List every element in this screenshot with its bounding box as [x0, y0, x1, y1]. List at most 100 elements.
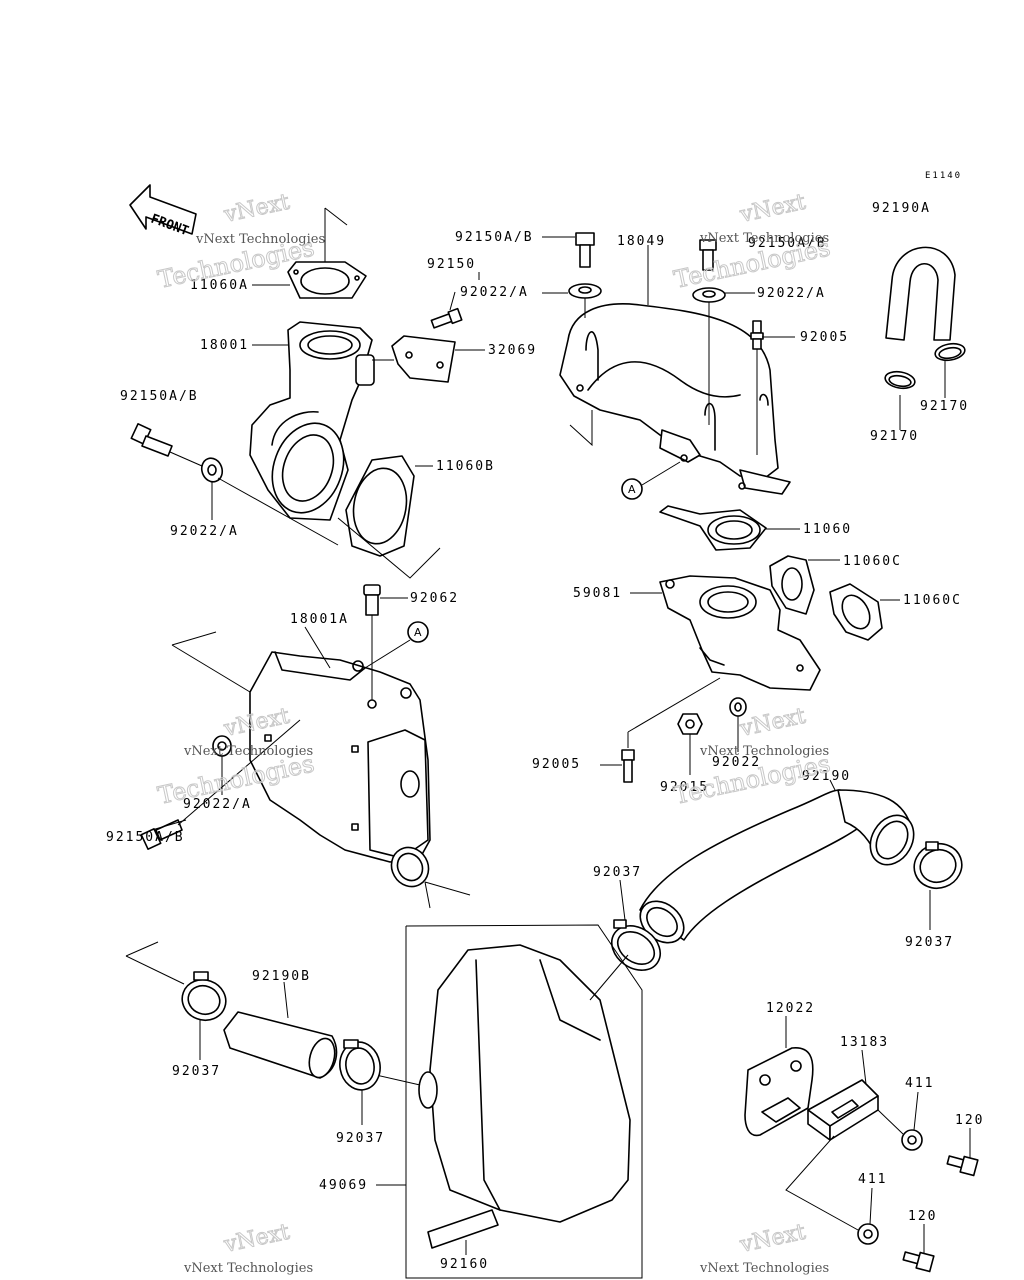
manifold-18049 — [559, 303, 791, 495]
bracket-32069 — [391, 335, 456, 383]
svg-text:vNext Technologies: vNext Technologies — [183, 744, 313, 759]
label-11060a: 11060A — [190, 278, 249, 293]
label-92150ab-right: 92150A/B — [748, 236, 827, 251]
chamber-18001a — [249, 651, 431, 888]
svg-text:A: A — [628, 483, 636, 496]
label-92190: 92190 — [802, 769, 851, 784]
label-92037-c: 92037 — [172, 1064, 221, 1079]
washer-92022a-2 — [692, 287, 726, 303]
label-92005-top: 92005 — [800, 330, 849, 345]
label-92022: 92022 — [712, 755, 761, 770]
fitting-92005-top — [750, 320, 764, 350]
hose-92190b — [223, 1011, 338, 1079]
watermark-bottom-right: vNext vNext Technologies — [699, 1219, 829, 1276]
svg-text:vNext Technologies: vNext Technologies — [183, 1261, 313, 1276]
label-18001a: 18001A — [290, 612, 349, 627]
label-92190b: 92190B — [252, 969, 311, 984]
label-411-a: 411 — [905, 1076, 934, 1091]
block-13183 — [807, 1079, 879, 1141]
washer-411-a — [901, 1129, 923, 1151]
label-120-a: 120 — [955, 1113, 984, 1128]
clamp-92037-b — [913, 841, 963, 890]
front-arrow-icon: FRONT — [129, 184, 197, 239]
washer-92022 — [729, 697, 747, 717]
label-92037-b: 92037 — [905, 935, 954, 950]
clamp-92037-d — [339, 1039, 381, 1091]
label-92170-a: 92170 — [920, 399, 969, 414]
label-32069: 32069 — [488, 343, 537, 358]
label-92150: 92150 — [427, 257, 476, 272]
label-92022a-left: 92022/A — [170, 524, 239, 539]
label-92022a-2: 92022/A — [757, 286, 826, 301]
label-59081: 59081 — [573, 586, 622, 601]
label-11060c-1: 11060C — [843, 554, 902, 569]
label-11060c-2: 11060C — [903, 593, 962, 608]
bolt-92150ab-low — [140, 819, 183, 851]
label-92005-low: 92005 — [532, 757, 581, 772]
clamp-92170-a — [934, 342, 966, 362]
label-92022a-low: 92022/A — [183, 797, 252, 812]
bolt-92150 — [430, 307, 463, 329]
label-92015: 92015 — [660, 780, 709, 795]
svg-text:vNext: vNext — [737, 1220, 808, 1258]
screw-120-a — [946, 1155, 979, 1177]
svg-text:vNext: vNext — [737, 190, 808, 228]
label-92170-b: 92170 — [870, 429, 919, 444]
label-92062: 92062 — [410, 591, 459, 606]
exhaust-59081 — [659, 575, 821, 691]
svg-text:A: A — [414, 626, 422, 639]
gasket-11060c-1 — [769, 555, 815, 615]
bolt-92150ab-left — [130, 422, 173, 457]
label-120-b: 120 — [908, 1209, 937, 1224]
washer-411-b — [857, 1223, 879, 1245]
label-49069: 49069 — [319, 1178, 368, 1193]
watermark-bottom-left: vNext vNext Technologies — [183, 1219, 313, 1276]
svg-text:vNext: vNext — [221, 190, 292, 228]
fitting-92062 — [363, 584, 381, 616]
washer-92022a-1 — [568, 283, 602, 299]
label-18001: 18001 — [200, 338, 249, 353]
label-92150ab-top: 92150A/B — [455, 230, 534, 245]
label-18049: 18049 — [617, 234, 666, 249]
label-11060b: 11060B — [436, 459, 495, 474]
clamp-92037-c — [181, 971, 227, 1022]
label-92037-a: 92037 — [593, 865, 642, 880]
svg-text:vNext Technologies: vNext Technologies — [699, 744, 829, 759]
svg-text:vNext Technologies: vNext Technologies — [699, 1261, 829, 1276]
label-12022: 12022 — [766, 1001, 815, 1016]
watermark-top-right: vNext vNext Technologies Technologies — [671, 189, 833, 294]
bolt-92150ab-right — [699, 239, 717, 271]
hose-92190a — [885, 246, 956, 341]
callout-a-middle: A — [407, 621, 429, 643]
svg-text:vNext: vNext — [737, 704, 808, 742]
diagram-code: E1140 — [925, 171, 962, 181]
washer-92022a-left — [200, 457, 224, 483]
label-92160: 92160 — [440, 1257, 489, 1272]
gasket-11060b — [345, 455, 415, 557]
label-92037-d: 92037 — [336, 1131, 385, 1146]
plate-12022 — [744, 1047, 814, 1137]
gasket-11060c-2 — [829, 583, 883, 641]
label-11060: 11060 — [803, 522, 852, 537]
label-92150ab-left: 92150A/B — [120, 389, 199, 404]
label-13183: 13183 — [840, 1035, 889, 1050]
svg-text:vNext Technologies: vNext Technologies — [699, 231, 829, 246]
label-92150ab-low: 92150A/B — [106, 830, 185, 845]
gasket-11060a — [287, 261, 367, 299]
hose-92190 — [639, 789, 915, 944]
nut-92015 — [677, 713, 703, 735]
label-92160 — [427, 1209, 499, 1249]
gasket-11060 — [659, 505, 767, 551]
callout-a-upper: A — [621, 478, 643, 500]
svg-text:vNext Technologies: vNext Technologies — [195, 232, 325, 247]
fitting-92005-low — [621, 749, 635, 783]
exhaust-pipe-18001 — [249, 321, 375, 521]
label-411-b: 411 — [858, 1172, 887, 1187]
screw-120-b — [902, 1251, 935, 1273]
bolt-92150ab-top — [575, 232, 595, 268]
clamp-92170-b — [884, 370, 916, 390]
svg-text:vNext: vNext — [221, 1220, 292, 1258]
label-92190a: 92190A — [872, 201, 931, 216]
silencer-49069 — [418, 944, 631, 1223]
